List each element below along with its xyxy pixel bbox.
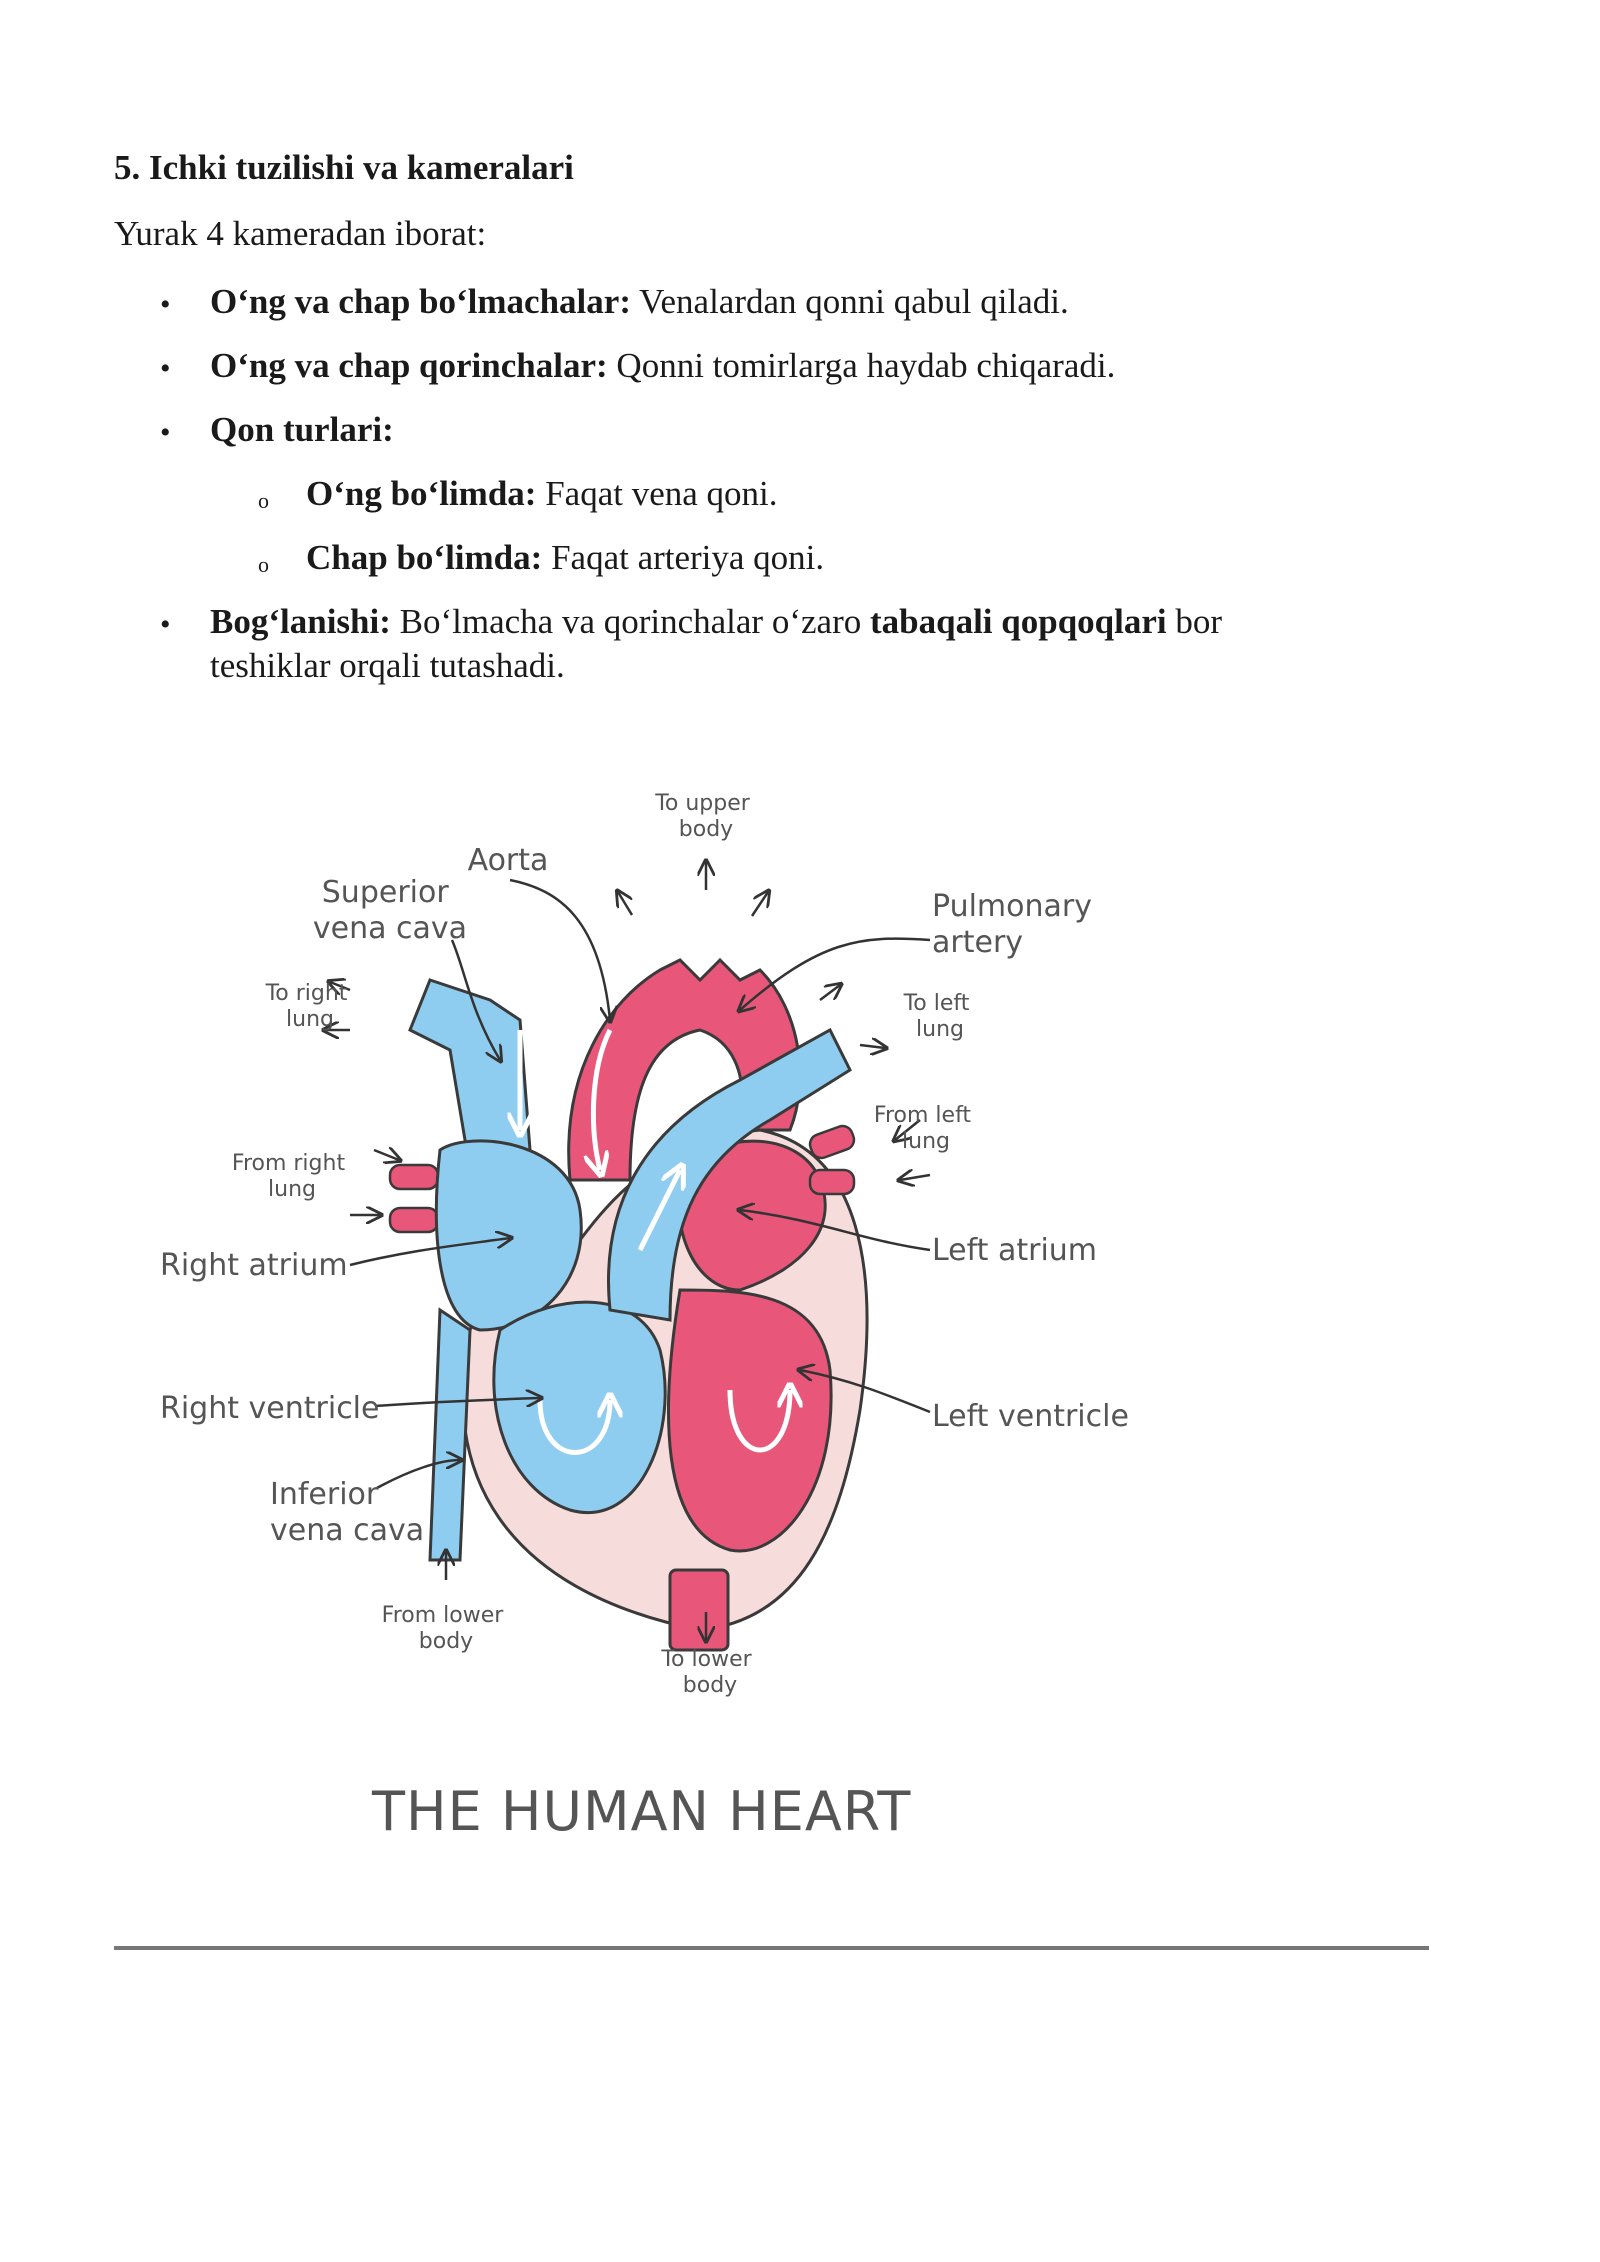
sub-list-item-term: Chap bo‘limda: — [306, 538, 543, 577]
label-line: body — [679, 817, 733, 842]
list-item-text: Qonni tomirlarga haydab chiqaradi. — [607, 346, 1116, 385]
right-ventricle-shape — [492, 1300, 667, 1514]
bullet-marker: • — [160, 288, 171, 321]
label-to-upper-body: To upper body — [654, 791, 757, 842]
label-from-left-lung: From left lung — [874, 1103, 978, 1154]
descending-aorta — [668, 1568, 730, 1652]
label-line: From lower — [382, 1603, 505, 1628]
diagram-title: THE HUMAN HEART — [372, 1780, 912, 1843]
label-line: To right — [265, 981, 348, 1006]
label-line: lung — [286, 1007, 334, 1032]
pulmonary-vein-left-2 — [808, 1168, 856, 1196]
label-line: Pulmonary — [932, 889, 1092, 924]
label-left-atrium: Left atrium — [932, 1233, 1097, 1268]
list-item-continuation: teshiklar orqali tutashadi. — [210, 646, 565, 685]
list-item: O‘ng va chap qorinchalar: Qonni tomirlar… — [210, 344, 1115, 388]
pulmonary-vein-left-1 — [808, 1124, 856, 1160]
label-pulmonary-artery: Pulmonary artery — [932, 889, 1102, 960]
list-item-text: Bo‘lmacha va qorinchalar o‘zaro — [390, 602, 870, 641]
heart-diagram: To upper body Aorta Superior vena cava P… — [140, 770, 1160, 1860]
pulmonary-vein-right-1 — [388, 1163, 440, 1191]
label-right-atrium: Right atrium — [160, 1248, 348, 1283]
label-line: To left — [903, 991, 970, 1016]
label-to-left-lung: To left lung — [903, 991, 977, 1042]
label-to-right-lung: To right lung — [265, 981, 355, 1032]
label-line: body — [419, 1629, 473, 1654]
list-item-term: O‘ng va chap qorinchalar: — [210, 346, 608, 385]
label-line: From left — [874, 1103, 972, 1128]
list-item-term: O‘ng va chap bo‘lmachalar: — [210, 282, 631, 321]
label-line: artery — [932, 925, 1023, 960]
left-ventricle-shape — [667, 1288, 833, 1553]
bullet-marker: • — [160, 416, 171, 449]
section-heading: 5. Ichki tuzilishi va kameralari — [114, 148, 574, 187]
label-line: lung — [268, 1177, 316, 1202]
label-line: lung — [902, 1129, 950, 1154]
list-item-text: Venalardan qonni qabul qiladi. — [630, 282, 1069, 321]
label-line: body — [683, 1673, 737, 1698]
label-inferior-vena-cava: Inferior vena cava — [270, 1477, 424, 1548]
sub-list-item: Chap bo‘limda: Faqat arteriya qoni. — [306, 536, 824, 580]
label-superior-vena-cava: Superior vena cava — [313, 875, 467, 946]
inferior-vena-cava — [428, 1307, 472, 1562]
label-to-lower-body: To lower body — [660, 1647, 758, 1698]
bullet-marker: • — [160, 608, 171, 641]
list-item-text: bor — [1166, 602, 1223, 641]
heart-illustration: To upper body Aorta Superior vena cava P… — [160, 791, 1129, 1698]
label-from-right-lung: From right lung — [232, 1151, 352, 1202]
label-aorta: Aorta — [468, 843, 549, 878]
label-line: Inferior — [270, 1477, 379, 1512]
list-item: O‘ng va chap bo‘lmachalar: Venalardan qo… — [210, 280, 1069, 324]
pulmonary-vein-right-2 — [388, 1206, 440, 1234]
list-item-term: Qon turlari: — [210, 410, 394, 449]
pulmonary-trunk — [607, 1027, 852, 1322]
label-from-lower-body: From lower body — [382, 1603, 511, 1654]
horizontal-rule — [114, 1946, 1429, 1950]
label-line: vena cava — [313, 911, 467, 946]
sub-bullet-marker: o — [258, 488, 269, 513]
sub-bullet-marker: o — [258, 552, 269, 577]
label-line: From right — [232, 1151, 346, 1176]
list-item-emphasis: tabaqali qopqoqlari — [869, 602, 1167, 641]
list-item: Bog‘lanishi: Bo‘lmacha va qorinchalar o‘… — [210, 600, 1360, 688]
bullet-marker: • — [160, 352, 171, 385]
list-item-term: Bog‘lanishi: — [210, 602, 391, 641]
list-item: Qon turlari: — [210, 408, 394, 452]
label-line: To lower — [660, 1647, 752, 1672]
label-line: vena cava — [270, 1513, 424, 1548]
sub-list-item-term: O‘ng bo‘limda: — [306, 474, 537, 513]
label-left-ventricle: Left ventricle — [932, 1399, 1129, 1434]
sub-list-item: O‘ng bo‘limda: Faqat vena qoni. — [306, 472, 778, 516]
label-line: lung — [916, 1017, 964, 1042]
label-line: To upper — [654, 791, 751, 816]
label-line: Superior — [322, 875, 450, 910]
sub-list-item-text: Faqat vena qoni. — [536, 474, 778, 513]
intro-text: Yurak 4 kameradan iborat: — [114, 214, 487, 253]
label-right-ventricle: Right ventricle — [160, 1391, 379, 1426]
sub-list-item-text: Faqat arteriya qoni. — [542, 538, 825, 577]
